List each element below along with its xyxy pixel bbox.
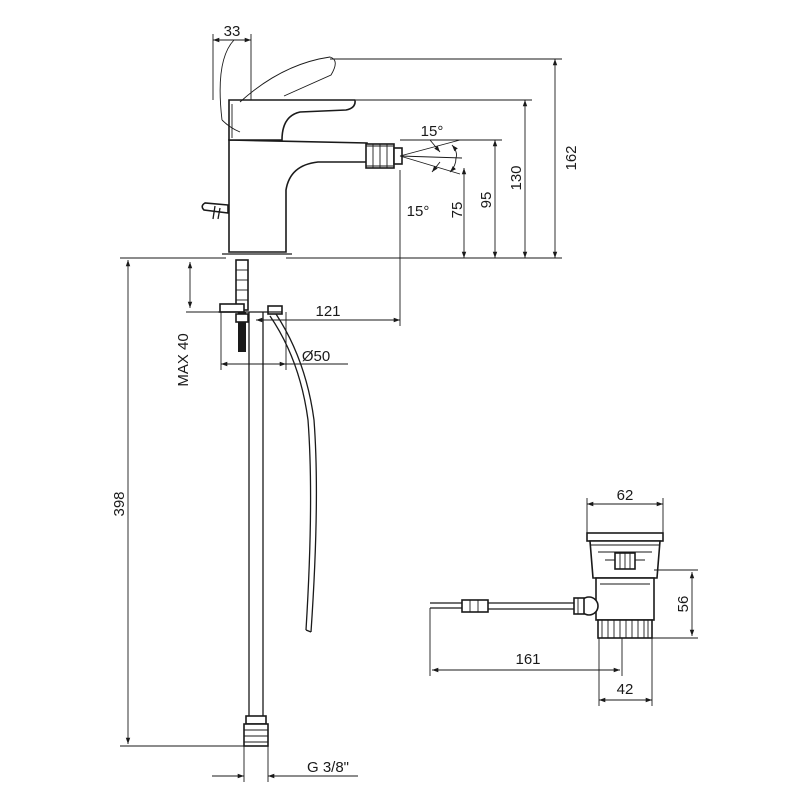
waste-assembly bbox=[430, 532, 664, 639]
label-g-3-8: G 3/8" bbox=[307, 759, 349, 776]
label-161: 161 bbox=[515, 651, 540, 668]
label-162: 162 bbox=[563, 145, 580, 170]
label-56: 56 bbox=[675, 596, 692, 613]
dimension-labels: 33 162 130 95 75 15° 15° 121 Ø50 MAX 40 … bbox=[111, 23, 692, 776]
label-121: 121 bbox=[315, 303, 340, 320]
supply-hose bbox=[243, 312, 269, 747]
label-angle-down: 15° bbox=[407, 203, 430, 220]
label-42: 42 bbox=[617, 681, 634, 698]
label-diameter-50: Ø50 bbox=[302, 348, 330, 365]
pop-up-knob bbox=[201, 202, 229, 220]
popup-cable bbox=[269, 313, 318, 633]
label-398: 398 bbox=[111, 491, 128, 516]
label-130: 130 bbox=[508, 165, 525, 190]
dimension-lines bbox=[120, 34, 698, 782]
label-75: 75 bbox=[449, 202, 466, 219]
mounting-assembly bbox=[218, 259, 283, 352]
label-62: 62 bbox=[617, 487, 634, 504]
lever-handle bbox=[219, 39, 356, 141]
faucet-body bbox=[222, 139, 403, 255]
label-33: 33 bbox=[224, 23, 241, 40]
label-95: 95 bbox=[478, 192, 495, 209]
label-max-40: MAX 40 bbox=[175, 333, 192, 386]
label-angle-up: 15° bbox=[421, 123, 444, 140]
